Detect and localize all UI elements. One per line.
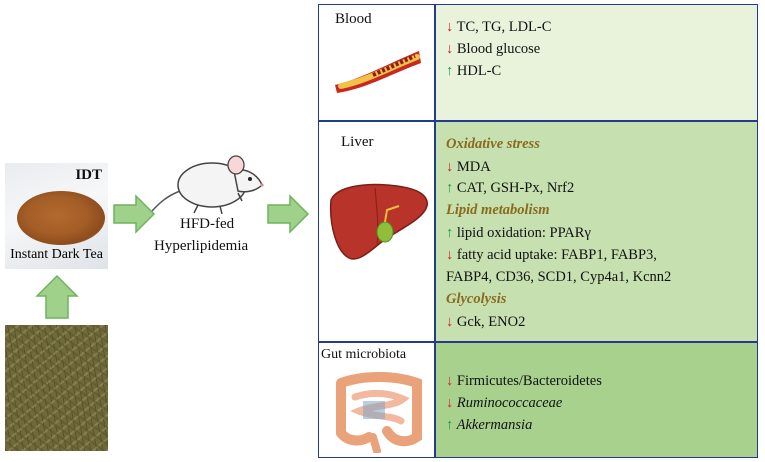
model-line2: Hyperlipidemia xyxy=(154,238,249,254)
liver-item: ↑ lipid oxidation: PPARγ xyxy=(446,225,591,241)
dried-tea-leaves-photo xyxy=(5,325,108,451)
blood-item-1: ↓ TC, TG, LDL-C xyxy=(446,19,552,35)
gut-title: Gut microbiota xyxy=(321,347,407,362)
up-arrow xyxy=(35,274,79,319)
blood-title: Blood xyxy=(335,11,372,27)
gut-item-2: ↓ Ruminococcaceae xyxy=(446,395,563,411)
idt-label: IDT xyxy=(75,167,102,183)
intestine-icon xyxy=(336,372,422,453)
gut-panel: Gut microbiota xyxy=(318,342,435,458)
liver-item: ↓ MDA xyxy=(446,159,491,175)
tea-caption: Instant Dark Tea xyxy=(10,247,103,262)
liver-panel: Liver xyxy=(318,121,435,342)
rat-icon xyxy=(151,155,264,215)
liver-section-header: Lipid metabolism xyxy=(446,202,550,218)
blood-item-2: ↓ Blood glucose xyxy=(446,41,541,57)
blood-panel: Blood xyxy=(318,4,435,121)
liver-icon xyxy=(329,183,428,260)
liver-item: ↑ CAT, GSH-Px, Nrf2 xyxy=(446,180,575,196)
gut-item-3: ↑ Akkermansia xyxy=(446,417,533,433)
gut-item-1: ↓ Firmicutes/Bacteroidetes xyxy=(446,373,602,389)
model-line1: HFD-fed xyxy=(180,216,235,232)
liver-section-header: Glycolysis xyxy=(446,291,507,307)
liver-item: FABP4, CD36, SCD1, Cyp4a1, Kcnn2 xyxy=(446,269,672,285)
gut-effects-panel: ↓ Firmicutes/Bacteroidetes ↓ Ruminococca… xyxy=(435,342,758,458)
liver-title: Liver xyxy=(341,134,374,150)
liver-item: ↓ fatty acid uptake: FABP1, FABP3, xyxy=(446,247,657,263)
tea-powder-icon xyxy=(17,191,105,245)
liver-item: ↓ Gck, ENO2 xyxy=(446,314,526,330)
blood-vessel-icon xyxy=(335,51,421,93)
liver-section-header: Oxidative stress xyxy=(446,136,540,152)
right-arrow-2 xyxy=(267,194,310,234)
right-arrow-1 xyxy=(113,194,156,234)
blood-item-3: ↑ HDL-C xyxy=(446,63,502,79)
liver-effects-panel: Oxidative stress ↓ MDA ↑ CAT, GSH-Px, Nr… xyxy=(435,121,758,342)
blood-effects-panel: ↓ TC, TG, LDL-C ↓ Blood glucose ↑ HDL-C xyxy=(435,4,758,121)
instant-dark-tea-photo: IDT Instant Dark Tea xyxy=(5,163,108,269)
